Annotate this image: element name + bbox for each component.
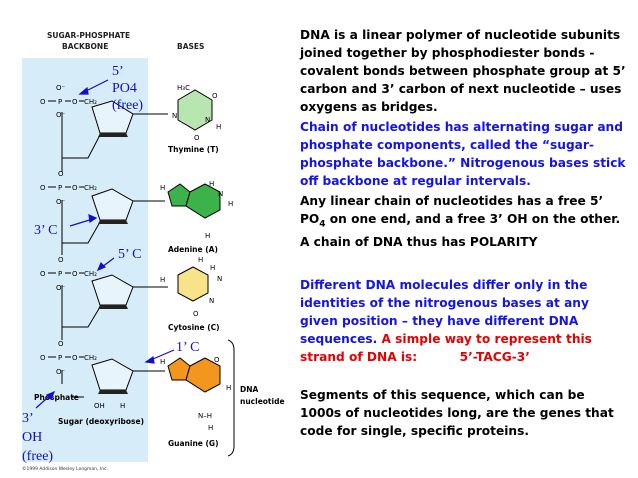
paragraph-5: Segments of this sequence, which can be …	[300, 388, 614, 438]
backbone-bonds	[61, 112, 101, 384]
backbone-header-line1: SUGAR-PHOSPHATE	[47, 31, 130, 40]
paragraph-4: Different DNA molecules differ only in t…	[300, 276, 630, 366]
atom-label: O	[72, 270, 78, 278]
backbone-header-line2: BACKBONE	[62, 42, 108, 51]
atom-label: N	[218, 190, 223, 198]
atom-label: H	[160, 358, 165, 366]
phosphate-label: Phosphate	[34, 393, 79, 402]
paragraph-3: Any linear chain of nucleotides has a fr…	[300, 192, 630, 251]
nucleotide-3: O O P O CH₂ O⁻ H H N H N O Cytosine (C)	[40, 256, 222, 332]
atom-label: O⁻	[56, 84, 66, 92]
atom-label: OH	[94, 402, 105, 410]
atom-label: H	[208, 424, 213, 432]
paragraph-2: Chain of nucleotides has alternating sug…	[300, 120, 626, 188]
atom-label: H	[216, 123, 221, 131]
atom-label: O	[72, 98, 78, 106]
atom-label: O	[40, 354, 46, 362]
atom-label: O	[40, 270, 46, 278]
atom-label: CH₂	[84, 270, 97, 278]
copyright: ©1999 Addison Wesley Longman, Inc.	[22, 465, 108, 472]
atom-label: H	[210, 264, 215, 272]
atom-label: P	[58, 354, 62, 362]
atom-label: O	[194, 134, 200, 142]
atom-label: O	[40, 98, 46, 106]
adenine-label: Adenine (A)	[168, 245, 218, 254]
atom-label: H	[198, 256, 203, 264]
atom-label: O	[72, 354, 78, 362]
atom-label: P	[58, 270, 62, 278]
atom-label: O	[193, 310, 199, 318]
nucleotide-1: O⁻ O P O CH₂ O⁻ H₃C O N N H O Thymine (T…	[40, 84, 221, 154]
atom-label: N	[205, 116, 210, 124]
guanine-label: Guanine (G)	[168, 439, 219, 448]
atom-label: O⁻	[56, 198, 66, 206]
atom-label: O⁻	[56, 368, 66, 376]
three-c-annotation: 3’ C	[34, 223, 58, 238]
nucleotide-label: nucleotide	[240, 397, 285, 406]
atom-label: H	[205, 232, 210, 240]
atom-label: O	[40, 184, 46, 192]
bases-header: BASES	[177, 42, 204, 51]
atom-label: P	[58, 184, 62, 192]
atom-label: O	[58, 340, 64, 348]
atom-label: O⁻	[56, 111, 66, 119]
atom-label: CH₂	[84, 98, 97, 106]
paragraph-4-blue: Different DNA molecules differ only in t…	[300, 278, 589, 346]
thymine-label: Thymine (T)	[168, 145, 219, 154]
cytosine-label: Cytosine (C)	[168, 323, 220, 332]
three-prime-annotation: 3’	[22, 411, 34, 426]
atom-label: N–H	[198, 412, 212, 420]
atom-label: O	[72, 184, 78, 192]
paragraph-4-red: A simple way to represent this strand of…	[300, 332, 597, 364]
free-bottom-annotation: (free)	[22, 449, 54, 464]
atom-label: P	[58, 98, 62, 106]
nucleotide-2: O O P O CH₂ O⁻ H H N H H Adenine (A)	[40, 170, 233, 254]
five-prime-annotation: 5’	[112, 64, 124, 79]
nucleotide-4: O O P O CH₂ O⁻ H O H N–H H Guanine (G) O…	[40, 340, 231, 448]
free-top-annotation: (free)	[112, 98, 144, 113]
atom-label: H₃C	[177, 84, 190, 92]
po4-annotation: PO4	[112, 81, 137, 96]
sugar-label: Sugar (deoxyribose)	[58, 417, 144, 426]
atom-label: H	[120, 402, 125, 410]
atom-label: O	[212, 92, 218, 100]
atom-label: CH₂	[84, 354, 97, 362]
atom-label: O	[58, 256, 64, 264]
atom-label: H	[160, 184, 165, 192]
atom-label: H	[226, 384, 231, 392]
paragraph-1: DNA is a linear polymer of nucleotide su…	[300, 28, 626, 114]
nucleotide-bracket	[227, 339, 235, 457]
oh-annotation: OH	[22, 430, 43, 445]
paragraph-3-part-a: Any linear chain of nucleotides has a fr…	[300, 194, 604, 226]
atom-label: H	[209, 180, 214, 188]
atom-label: O⁻	[56, 284, 66, 292]
dna-label: DNA	[240, 385, 259, 394]
atom-label: O	[58, 170, 64, 178]
atom-label: O	[214, 356, 220, 364]
atom-label: N	[172, 112, 177, 120]
five-c-annotation: 5’ C	[118, 247, 142, 262]
atom-label: CH₂	[84, 184, 97, 192]
atom-label: N	[217, 275, 222, 283]
annotation-arrows	[35, 79, 175, 409]
atom-label: H	[160, 276, 165, 284]
atom-label: N	[209, 297, 214, 305]
paragraph-3-subscript: 4	[319, 219, 326, 230]
atom-label: H	[228, 200, 233, 208]
paragraph-3-part-b: on one end, and a free 3’ OH on the othe…	[300, 212, 621, 250]
one-c-annotation: 1’ C	[176, 340, 200, 355]
